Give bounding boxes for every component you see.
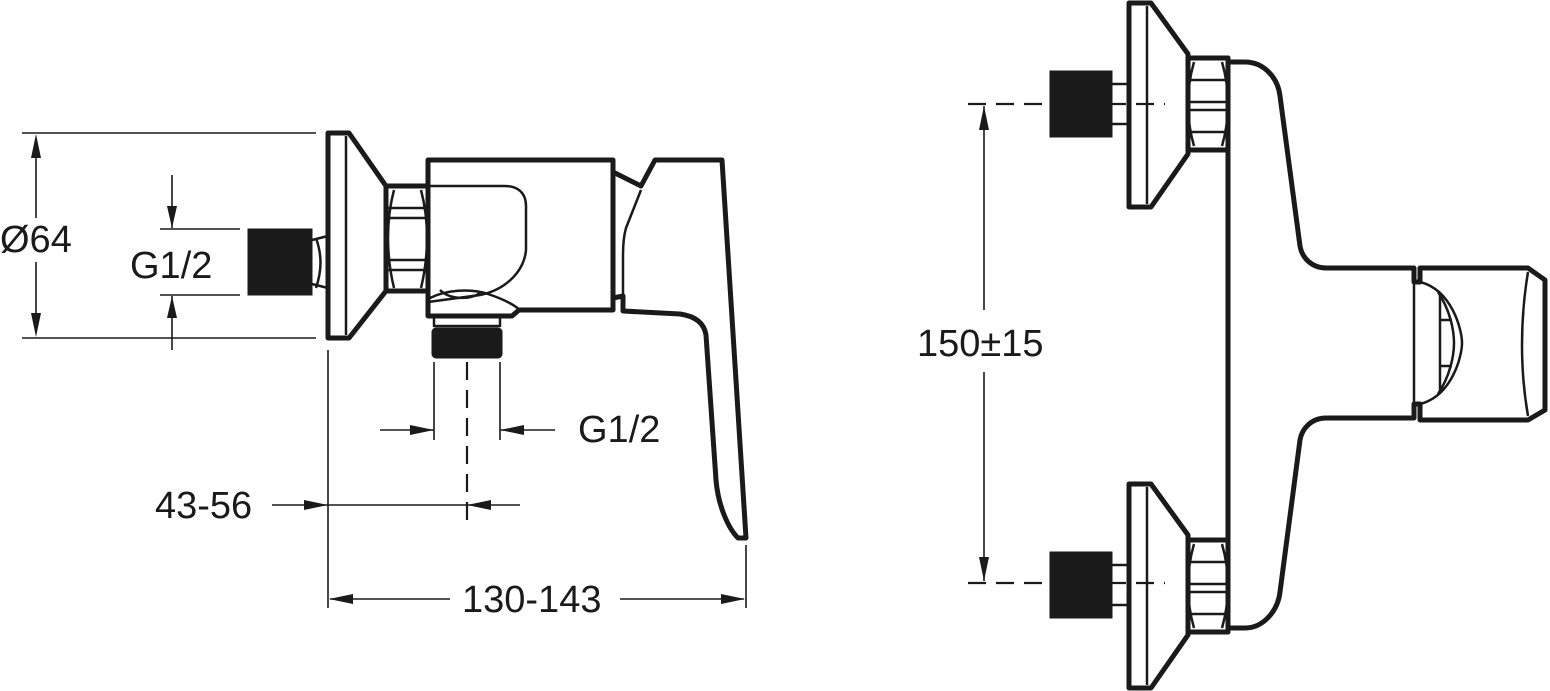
centers-label: 150±15 — [917, 323, 1044, 365]
inlet-thread — [247, 228, 329, 296]
outlet-fitting — [431, 316, 503, 359]
side-view: Ø64 G1/2 G1/2 43-56 — [0, 130, 749, 621]
lever-handle — [610, 157, 749, 541]
bottom-connector — [1049, 481, 1231, 691]
outlet-thread-label: G1/2 — [578, 409, 660, 451]
diameter-label: Ø64 — [0, 219, 72, 261]
inlet-thread-dimension: G1/2 — [130, 175, 240, 350]
front-view: 150±15 — [917, 0, 1548, 691]
mixer-body — [425, 157, 616, 319]
centers-dimension: 150±15 — [917, 106, 1044, 581]
long-projection-label: 130-143 — [462, 579, 601, 621]
long-projection-dimension: 130-143 — [329, 545, 747, 621]
outlet-thread-dimension: G1/2 — [380, 362, 660, 522]
wall-flange — [325, 130, 428, 341]
short-projection-label: 43-56 — [155, 485, 252, 527]
inlet-thread-label: G1/2 — [130, 245, 212, 287]
top-connector — [1049, 0, 1231, 210]
front-body — [1225, 55, 1548, 635]
diameter-dimension: Ø64 — [0, 132, 316, 339]
short-projection-dimension: 43-56 — [155, 350, 520, 608]
hex-nut — [384, 183, 431, 294]
